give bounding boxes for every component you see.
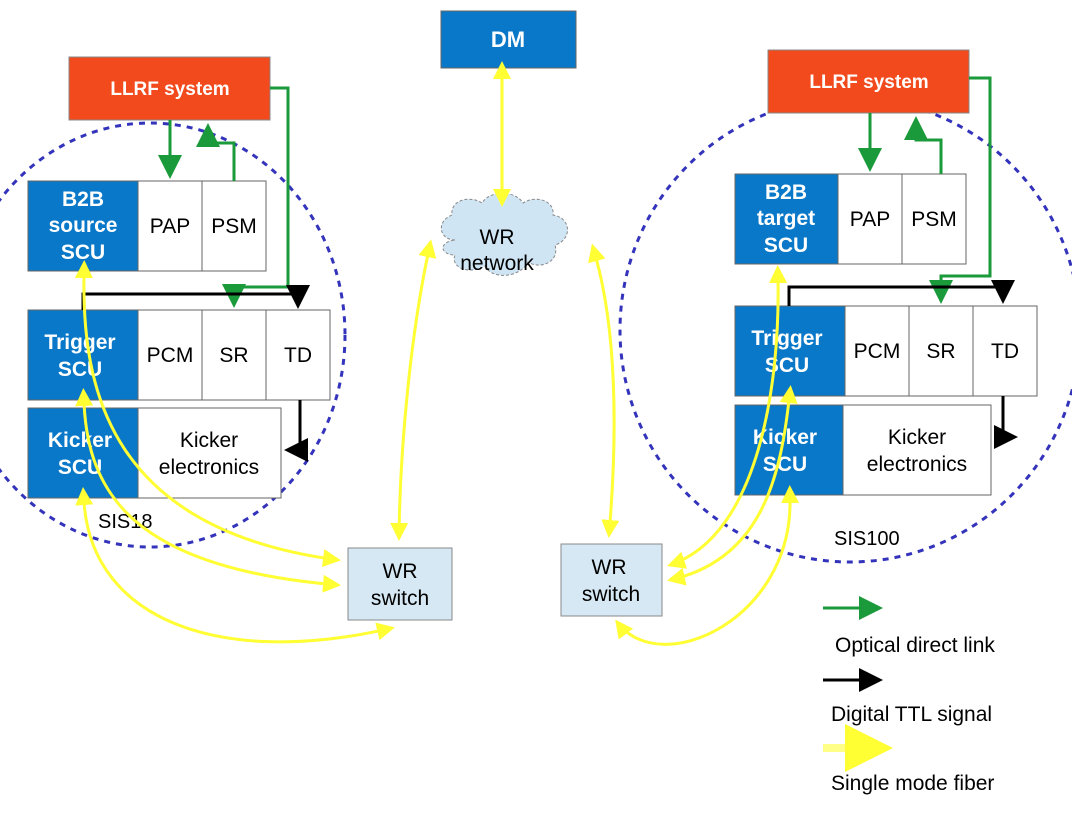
right-llrf-label: LLRF system xyxy=(809,72,928,93)
right-kicker-elec-line2: electronics xyxy=(867,453,967,476)
right-kicker-line2: SCU xyxy=(763,453,807,476)
left-llrf-box[interactable] xyxy=(68,56,271,121)
left-trigger-line1: Trigger xyxy=(44,331,115,354)
fiber-right-kicker xyxy=(615,485,800,646)
fiber-links xyxy=(74,61,800,646)
right-trigger-scu-box[interactable] xyxy=(734,305,846,397)
left-trigger-scu-box[interactable] xyxy=(27,309,139,401)
right-switch-line2: switch xyxy=(582,583,640,606)
right-llrf-box[interactable] xyxy=(767,49,970,114)
right-b2b-line3: SCU xyxy=(764,234,808,257)
right-ttl-links xyxy=(787,280,1018,449)
wr-network-line2: network xyxy=(460,252,534,275)
sis18-ring xyxy=(0,121,347,549)
right-pap-label: PAP xyxy=(850,208,890,231)
right-trigger-line1: Trigger xyxy=(751,327,822,350)
dm-label: DM xyxy=(491,27,525,52)
right-psm-box[interactable] xyxy=(901,173,967,265)
left-pap-label: PAP xyxy=(150,215,190,238)
right-kicker-elec-line1: Kicker xyxy=(888,426,946,449)
right-switch-line1: WR xyxy=(592,556,627,579)
left-pcm-label: PCM xyxy=(147,344,194,367)
right-pcm-box[interactable] xyxy=(844,305,910,397)
right-b2b-scu-box[interactable] xyxy=(734,173,839,265)
right-optical-psm-to-llrf xyxy=(904,116,943,174)
right-td-label: TD xyxy=(991,340,1019,363)
left-kicker-scu-box[interactable] xyxy=(27,407,139,499)
wr-network-line1: WR xyxy=(480,226,515,249)
left-b2b-scu-box[interactable] xyxy=(27,180,139,272)
legend: Optical direct link Digital TTL signal S… xyxy=(823,596,995,795)
right-sr-box[interactable] xyxy=(908,305,974,397)
right-pcm-label: PCM xyxy=(854,340,901,363)
left-optical-psm-to-llrf xyxy=(196,123,236,181)
right-ttl-td-to-kicker xyxy=(994,396,1018,449)
right-ring-label: SIS100 xyxy=(834,528,900,550)
left-llrf-label: LLRF system xyxy=(110,79,229,100)
sis100-ring xyxy=(618,96,1072,564)
right-b2b-line2: target xyxy=(757,207,815,230)
legend-ttl-label: Digital TTL signal xyxy=(831,703,992,726)
left-kicker-electronics-box[interactable] xyxy=(137,407,282,499)
right-sr-label: SR xyxy=(926,340,955,363)
wr-network-cloud[interactable] xyxy=(441,192,568,276)
left-kicker-elec-line1: Kicker xyxy=(180,429,238,452)
right-b2b-line1: B2B xyxy=(765,181,807,204)
right-pap-box[interactable] xyxy=(837,173,903,265)
left-b2b-line1: B2B xyxy=(62,188,104,211)
fiber-network-to-left-switch xyxy=(390,239,437,541)
left-b2b-line3: SCU xyxy=(61,241,105,264)
left-switch-line1: WR xyxy=(383,560,418,583)
fiber-left-kicker xyxy=(75,487,395,644)
left-trigger-line2: SCU xyxy=(58,358,102,381)
left-ttl-td-to-kicker xyxy=(284,400,308,462)
left-ttl-td-to-b2b xyxy=(81,285,310,310)
right-optical-links xyxy=(858,76,992,304)
right-optical-llrf-to-sr xyxy=(929,76,992,304)
left-psm-box[interactable] xyxy=(201,180,267,272)
right-td-box[interactable] xyxy=(972,305,1038,397)
right-kicker-electronics-box[interactable] xyxy=(842,404,992,496)
left-sr-label: SR xyxy=(219,344,248,367)
left-b2b-line2: source xyxy=(49,214,118,237)
left-kicker-elec-line2: electronics xyxy=(159,456,259,479)
left-switch-line2: switch xyxy=(371,587,429,610)
right-ttl-td-to-b2b xyxy=(787,280,1015,306)
left-psm-label: PSM xyxy=(211,215,257,238)
right-kicker-scu-box[interactable] xyxy=(734,404,844,496)
fiber-network-to-right-switch xyxy=(588,243,620,538)
right-psm-label: PSM xyxy=(911,208,957,231)
legend-optical-label: Optical direct link xyxy=(835,634,995,657)
left-td-label: TD xyxy=(284,344,312,367)
left-kicker-line1: Kicker xyxy=(48,429,112,452)
legend-fiber-label: Single mode fiber xyxy=(831,772,994,795)
right-trigger-line2: SCU xyxy=(765,354,809,377)
